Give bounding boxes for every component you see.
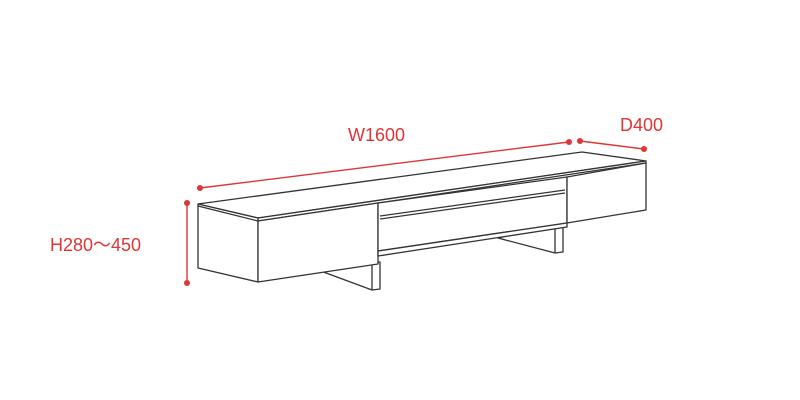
depth-dimension: D400 [577,115,663,152]
left-side-panel [197,203,259,283]
right-compartment-front [566,162,647,224]
width-dim-start-dot [197,185,203,191]
height-dim-start-dot [184,200,190,206]
width-dim-end-dot [566,139,572,145]
left-compartment-front [257,202,379,283]
depth-dim-start-dot [577,138,583,144]
height-dimension: H280～450 [50,200,190,286]
depth-label: D400 [620,115,663,135]
depth-dim-end-dot [641,146,647,152]
height-dim-end-dot [184,280,190,286]
cabinet-body [197,151,647,283]
drawer-gap-line [379,189,566,217]
width-dimension: W1600 [197,125,572,191]
width-label: W1600 [348,125,405,145]
center-lower-panel [377,222,568,257]
height-label: H280～450 [50,235,141,255]
